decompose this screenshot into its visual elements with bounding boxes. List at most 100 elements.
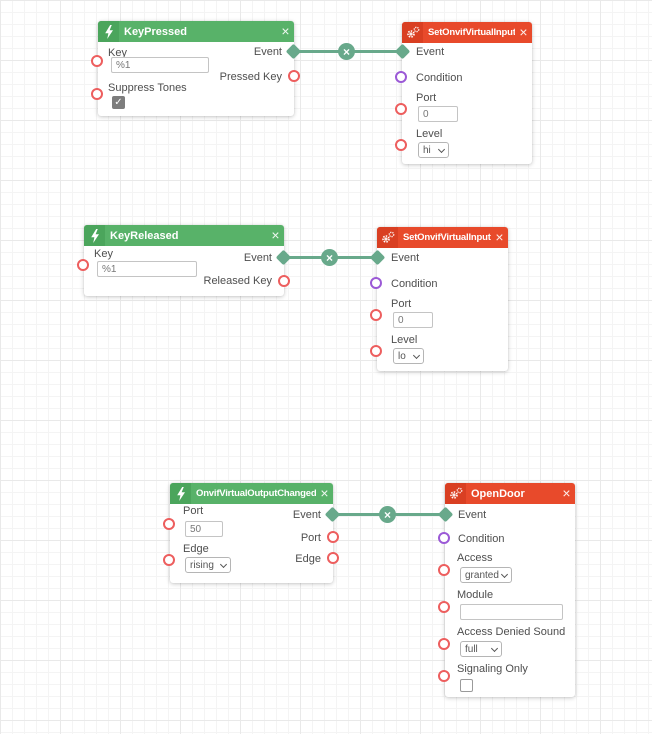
- port-input-event[interactable]: [394, 43, 411, 60]
- signaling-only-checkbox[interactable]: [460, 679, 473, 692]
- close-icon[interactable]: ×: [320, 485, 329, 501]
- port-output-edge[interactable]: [327, 552, 339, 564]
- port-input-event[interactable]: [369, 249, 386, 266]
- close-icon[interactable]: ×: [562, 485, 571, 501]
- input-label-event: Event: [416, 46, 445, 58]
- port-output-port[interactable]: [327, 531, 339, 543]
- chevron-down-icon: [437, 145, 446, 153]
- port-output-event[interactable]: [324, 506, 341, 523]
- node-keypressed[interactable]: KeyPressed × Key Suppress Tones Event Pr…: [91, 21, 302, 116]
- access-select-value: granted: [465, 569, 499, 581]
- field-label-level: Level: [391, 334, 418, 346]
- connection-delete-icon[interactable]: ×: [321, 249, 338, 266]
- node-header[interactable]: SetOnvifVirtualInput ×: [402, 22, 532, 43]
- chevron-down-icon: [490, 644, 499, 652]
- port-number-input[interactable]: [185, 521, 223, 537]
- input-label-condition: Condition: [391, 278, 438, 290]
- lightning-icon: [170, 483, 191, 504]
- port-input-suppress-tones[interactable]: [91, 88, 103, 100]
- port-input-condition[interactable]: [395, 71, 407, 83]
- port-number-input[interactable]: [418, 106, 458, 122]
- port-input-key[interactable]: [91, 55, 103, 67]
- port-output-released-key[interactable]: [278, 275, 290, 287]
- edge-select[interactable]: rising: [185, 557, 231, 573]
- port-input-condition[interactable]: [438, 532, 450, 544]
- key-input[interactable]: [97, 261, 197, 277]
- port-output-pressed-key[interactable]: [288, 70, 300, 82]
- output-label-edge: Edge: [295, 553, 321, 565]
- level-select-value: hi: [423, 144, 431, 156]
- gears-icon: [445, 483, 466, 504]
- port-input-edge[interactable]: [163, 554, 175, 566]
- connection-delete-icon[interactable]: ×: [379, 506, 396, 523]
- node-title: SetOnvifVirtualInput: [403, 232, 491, 243]
- level-select-value: lo: [398, 350, 406, 362]
- node-header[interactable]: OnvifVirtualOutputChanged ×: [170, 483, 333, 504]
- port-output-event[interactable]: [275, 249, 292, 266]
- lightning-icon: [98, 21, 119, 42]
- close-icon[interactable]: ×: [519, 24, 528, 40]
- port-input-access[interactable]: [438, 564, 450, 576]
- level-select[interactable]: lo: [393, 348, 424, 364]
- chevron-down-icon: [219, 560, 228, 568]
- input-label-event: Event: [458, 509, 487, 521]
- port-output-event[interactable]: [285, 43, 302, 60]
- output-label-pressed-key: Pressed Key: [219, 71, 282, 83]
- level-select[interactable]: hi: [418, 142, 449, 158]
- node-setonvifvirtualinput-2[interactable]: SetOnvifVirtualInput × Event Condition P…: [369, 227, 508, 371]
- port-input-module[interactable]: [438, 601, 450, 613]
- port-input-access-denied-sound[interactable]: [438, 638, 450, 650]
- node-header[interactable]: SetOnvifVirtualInput ×: [377, 227, 508, 248]
- field-label-signaling-only: Signaling Only: [457, 663, 528, 675]
- node-title: SetOnvifVirtualInput: [428, 27, 515, 38]
- port-input-condition[interactable]: [370, 277, 382, 289]
- output-label-event: Event: [253, 46, 282, 58]
- field-label-level: Level: [416, 128, 443, 140]
- node-keyreleased[interactable]: KeyReleased × Key Event Released Key: [77, 225, 292, 296]
- port-input-port[interactable]: [395, 103, 407, 115]
- suppress-tones-checkbox[interactable]: [112, 96, 125, 109]
- field-label-suppress-tones: Suppress Tones: [108, 82, 187, 94]
- node-title: OnvifVirtualOutputChanged: [196, 488, 316, 499]
- access-denied-sound-select[interactable]: full: [460, 641, 502, 657]
- output-label-event: Event: [243, 252, 272, 264]
- field-label-key: Key: [108, 47, 127, 59]
- field-label-port: Port: [183, 505, 204, 517]
- lightning-icon: [84, 225, 105, 246]
- node-header[interactable]: KeyPressed ×: [98, 21, 294, 42]
- access-select[interactable]: granted: [460, 567, 512, 583]
- port-input-level[interactable]: [370, 345, 382, 357]
- key-input[interactable]: [111, 57, 209, 73]
- field-label-edge: Edge: [183, 543, 209, 555]
- port-input-signaling-only[interactable]: [438, 670, 450, 682]
- edge-select-value: rising: [190, 559, 214, 571]
- module-input[interactable]: [460, 604, 563, 620]
- output-label-released-key: Released Key: [203, 275, 273, 287]
- field-label-access: Access: [457, 552, 493, 564]
- node-header[interactable]: KeyReleased ×: [84, 225, 284, 246]
- port-input-port[interactable]: [163, 518, 175, 530]
- node-header[interactable]: OpenDoor ×: [445, 483, 575, 504]
- input-label-event: Event: [391, 252, 420, 264]
- close-icon[interactable]: ×: [495, 229, 504, 245]
- field-label-port: Port: [391, 298, 412, 310]
- node-setonvifvirtualinput-1[interactable]: SetOnvifVirtualInput × Event Condition P…: [394, 22, 532, 164]
- node-opendoor[interactable]: OpenDoor × Event Condition Access grante…: [437, 483, 575, 697]
- output-label-event: Event: [292, 509, 321, 521]
- port-input-key[interactable]: [77, 259, 89, 271]
- gears-icon: [377, 227, 398, 248]
- output-label-port: Port: [300, 532, 321, 544]
- field-label-port: Port: [416, 92, 437, 104]
- connection-delete-icon[interactable]: ×: [338, 43, 355, 60]
- node-onvifvirtualoutputchanged[interactable]: OnvifVirtualOutputChanged × Port Edge ri…: [163, 483, 341, 583]
- chevron-down-icon: [500, 570, 509, 578]
- port-input-level[interactable]: [395, 139, 407, 151]
- port-input-event[interactable]: [437, 506, 454, 523]
- node-title: KeyPressed: [124, 25, 187, 38]
- port-number-input[interactable]: [393, 312, 433, 328]
- field-label-key: Key: [94, 248, 113, 260]
- close-icon[interactable]: ×: [281, 23, 290, 39]
- close-icon[interactable]: ×: [271, 227, 280, 243]
- port-input-port[interactable]: [370, 309, 382, 321]
